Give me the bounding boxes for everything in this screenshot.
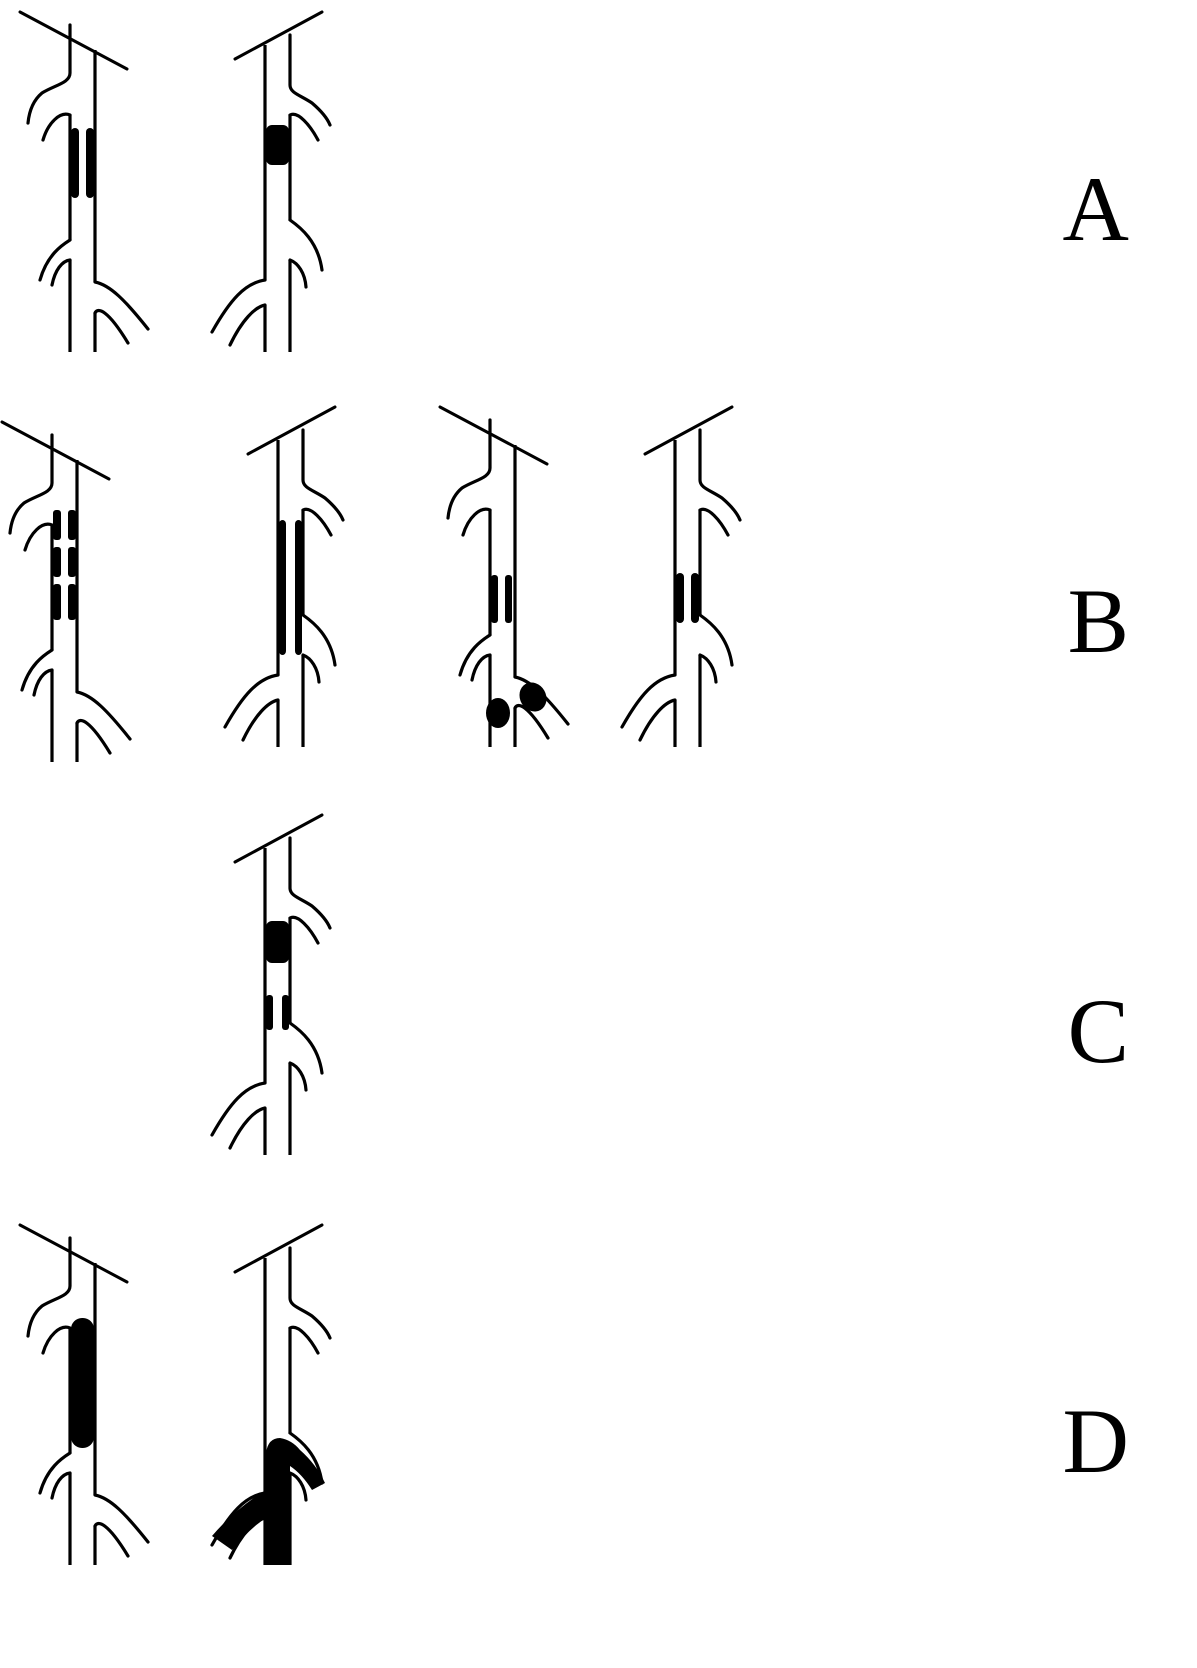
- wall-lesion-right: [86, 128, 94, 198]
- long-wall-lesion-left: [279, 520, 286, 655]
- short-wall-lesion-right: [505, 575, 512, 623]
- short-wall-lesion-left: [676, 573, 684, 623]
- segmented-lesion-left: [53, 584, 61, 620]
- segmented-lesion-right: [68, 584, 76, 620]
- long-occlusion: [71, 1318, 94, 1448]
- row-b-panel-2: [223, 405, 345, 749]
- segmented-lesion-right: [68, 510, 76, 540]
- row-b-panel-4: [620, 405, 742, 749]
- wall-lesion-right: [282, 995, 289, 1030]
- row-a-panel-2: [210, 10, 332, 354]
- row-label-c: C: [1067, 980, 1129, 1082]
- row-a-panel-1: [18, 10, 150, 354]
- segmented-lesion-right: [68, 547, 76, 577]
- short-wall-lesion-left: [491, 575, 498, 623]
- row-d-panel-2: [210, 1223, 332, 1567]
- wall-lesion-left: [266, 995, 273, 1030]
- segmented-lesion-left: [53, 510, 61, 540]
- distal-embolus: [519, 682, 547, 712]
- row-b-panel-3: [438, 405, 570, 749]
- row-label-d: D: [1062, 1390, 1129, 1492]
- row-c-panel-1: [210, 813, 332, 1157]
- bifurcation-thrombus: [212, 1438, 325, 1565]
- occlusion-block: [266, 125, 289, 165]
- occlusion-block: [266, 921, 289, 963]
- long-wall-lesion-right: [295, 520, 302, 655]
- row-d-panel-1: [18, 1223, 150, 1567]
- segmented-lesion-left: [53, 547, 61, 577]
- short-wall-lesion-right: [691, 573, 699, 623]
- wall-lesion-left: [71, 128, 79, 198]
- row-b-panel-1: [0, 420, 132, 764]
- row-label-b: B: [1067, 570, 1129, 672]
- distal-embolus: [486, 698, 510, 728]
- row-label-a: A: [1062, 158, 1129, 260]
